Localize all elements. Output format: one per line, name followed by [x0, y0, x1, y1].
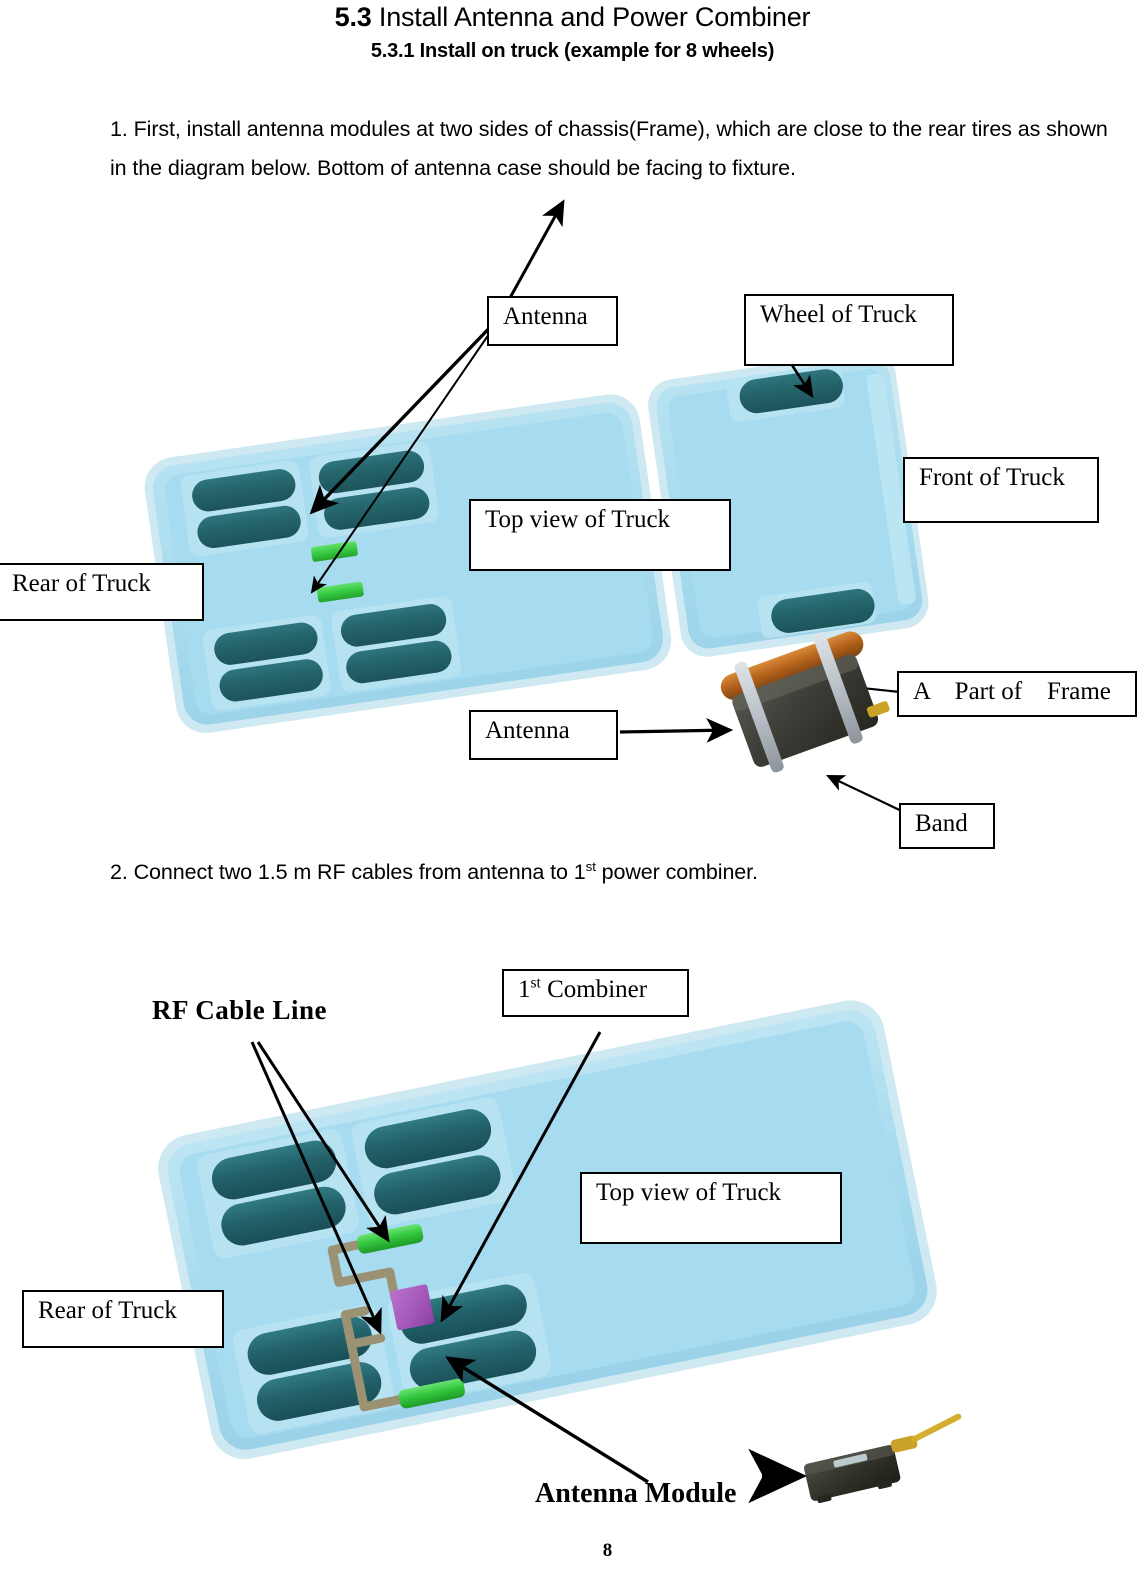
label-antenna-top: Antenna [487, 296, 618, 346]
label-1st-combiner: 1st Combiner [502, 969, 689, 1017]
paragraph-step-1: 1. First, install antenna modules at two… [110, 117, 1108, 180]
label-band: Band [899, 803, 995, 849]
antenna-marker-upper [311, 541, 358, 562]
leader-antenna-lower [310, 317, 501, 594]
combiner-suffix: Combiner [540, 976, 648, 1003]
connector-gold [866, 701, 890, 718]
truck-top-view-illustration [144, 350, 929, 733]
leader-antenna-module [619, 717, 734, 743]
page-number: 8 [602, 1540, 613, 1561]
label-top-view-of-truck-2: Top view of Truck [580, 1172, 842, 1244]
label-a-part-of-frame: A Part of Frame [897, 671, 1137, 717]
label-wheel-of-truck: Wheel of Truck [744, 294, 954, 366]
leader-combiner [440, 1031, 602, 1323]
section-heading: 5.3 Install Antenna and Power Combiner [0, 2, 1145, 33]
truck-cab [648, 350, 929, 657]
paragraph-step-2-prefix: 2. Connect two 1.5 m RF cables from ante… [110, 860, 586, 884]
leader-band [826, 775, 909, 815]
cab-wheel-lower [771, 588, 875, 633]
band-left [734, 661, 784, 773]
power-combiner [390, 1284, 435, 1331]
paragraph-step-2-suffix: power combiner. [595, 860, 758, 884]
label-front-of-truck: Front of Truck [903, 457, 1099, 523]
antenna-module-upper [356, 1223, 424, 1254]
antenna-module-photo-figure2 [803, 1413, 962, 1504]
antenna-module-photo-figure1 [720, 631, 890, 773]
antenna-module-lower [398, 1378, 465, 1409]
label-top-view-of-truck-1: Top view of Truck [469, 499, 731, 571]
combiner-ordinal-st: st [530, 974, 541, 992]
paragraph-step-2: 2. Connect two 1.5 m RF cables from ante… [110, 855, 1110, 889]
label-rear-of-truck-2: Rear of Truck [22, 1290, 224, 1348]
leader-rf-cable-b [250, 1041, 382, 1335]
figure-1-graphic [144, 199, 929, 815]
leader-rf-cable-a [256, 1041, 390, 1243]
band-right [813, 632, 863, 744]
section-number: 5.3 [334, 2, 372, 32]
label-antenna-photo: Antenna [469, 710, 618, 760]
connector-gold-2 [890, 1435, 918, 1453]
cab-wheel-upper [739, 369, 843, 414]
leader-wheel-of-truck [788, 361, 814, 399]
leader-antenna-upper [309, 315, 502, 515]
figure-2-graphic [158, 1000, 962, 1504]
label-rf-cable-line: RF Cable Line [152, 995, 327, 1025]
label-antenna-module: Antenna Module [535, 1478, 737, 1509]
rf-cable-to-lower-antenna [343, 1321, 410, 1412]
leader-antenna-module-2 [445, 1356, 649, 1484]
truck-trailer [144, 394, 672, 733]
figure-truck-antenna-placement [0, 180, 1145, 860]
section-title: Install Antenna and Power Combiner [378, 2, 811, 32]
ordinal-suffix-st: st [585, 858, 596, 874]
label-rear-of-truck-1: Rear of Truck [0, 563, 204, 621]
subsection-heading: 5.3.1 Install on truck (example for 8 wh… [370, 40, 775, 62]
antenna-marker-lower [316, 581, 364, 603]
truck-trailer-zoomed [158, 1000, 937, 1460]
figure-rf-cable-routing [0, 960, 1145, 1560]
combiner-prefix: 1 [518, 976, 531, 1003]
